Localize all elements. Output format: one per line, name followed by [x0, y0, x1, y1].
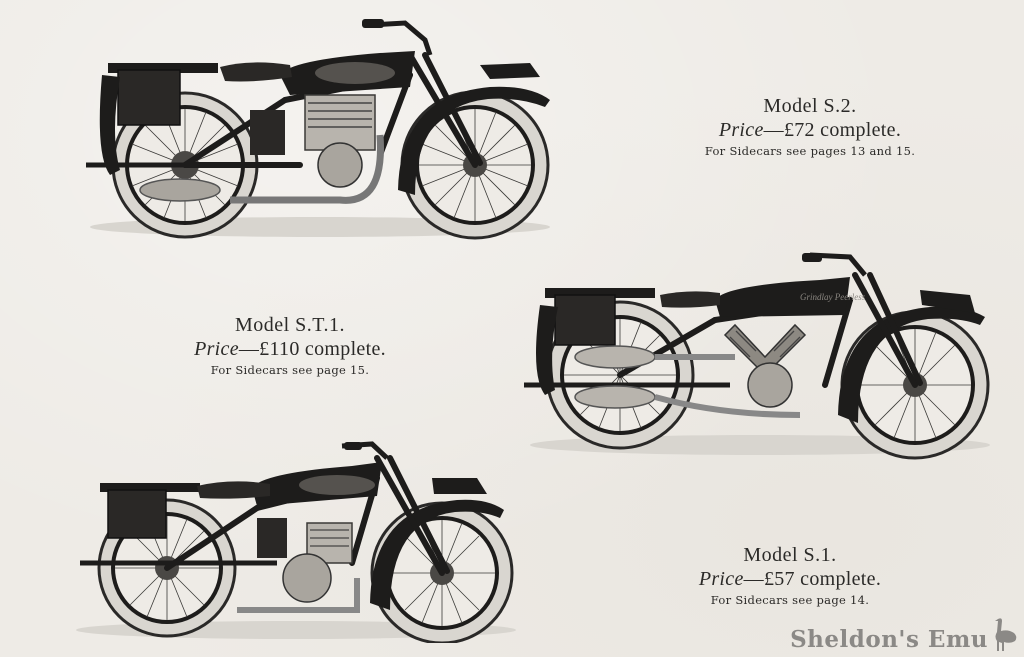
price-value: —£72 complete.: [763, 119, 902, 141]
motorcycle-image-st1: Grindlay Peerless: [524, 252, 990, 460]
motorcycle-image-s1: [76, 441, 516, 643]
sidecar-note: For Sidecars see pages 13 and 15.: [704, 144, 916, 158]
motorcycle-image-s2: [86, 19, 550, 240]
model-title: Model S.1.: [743, 544, 837, 566]
model-price: Price—£110 complete.: [160, 337, 420, 361]
sidecar-note: For Sidecars see page 14.: [710, 593, 870, 607]
emu-icon: [995, 618, 1017, 651]
model-title: Model S.2.: [763, 95, 857, 117]
model-caption-s2: Model S.2. Price—£72 complete. For Sidec…: [680, 94, 940, 160]
price-label: Price: [194, 338, 239, 360]
model-price: Price—£72 complete.: [680, 118, 940, 142]
price-label: Price: [698, 568, 744, 590]
watermark-text: Sheldon's Emu: [790, 626, 988, 653]
model-caption-s1: Model S.1. Price—£57 complete. For Sidec…: [680, 543, 900, 609]
price-value: —£57 complete.: [743, 568, 882, 590]
sidecar-note: For Sidecars see page 15.: [210, 363, 370, 377]
price-value: —£110 complete.: [238, 338, 386, 360]
price-label: Price: [718, 119, 764, 141]
watermark: Sheldon's Emu: [790, 617, 1018, 653]
model-price: Price—£57 complete.: [680, 567, 900, 591]
svg-text:Grindlay Peerless: Grindlay Peerless: [800, 292, 866, 302]
model-title: Model S.T.1.: [234, 314, 346, 336]
model-caption-st1: Model S.T.1. Price—£110 complete. For Si…: [160, 313, 420, 379]
